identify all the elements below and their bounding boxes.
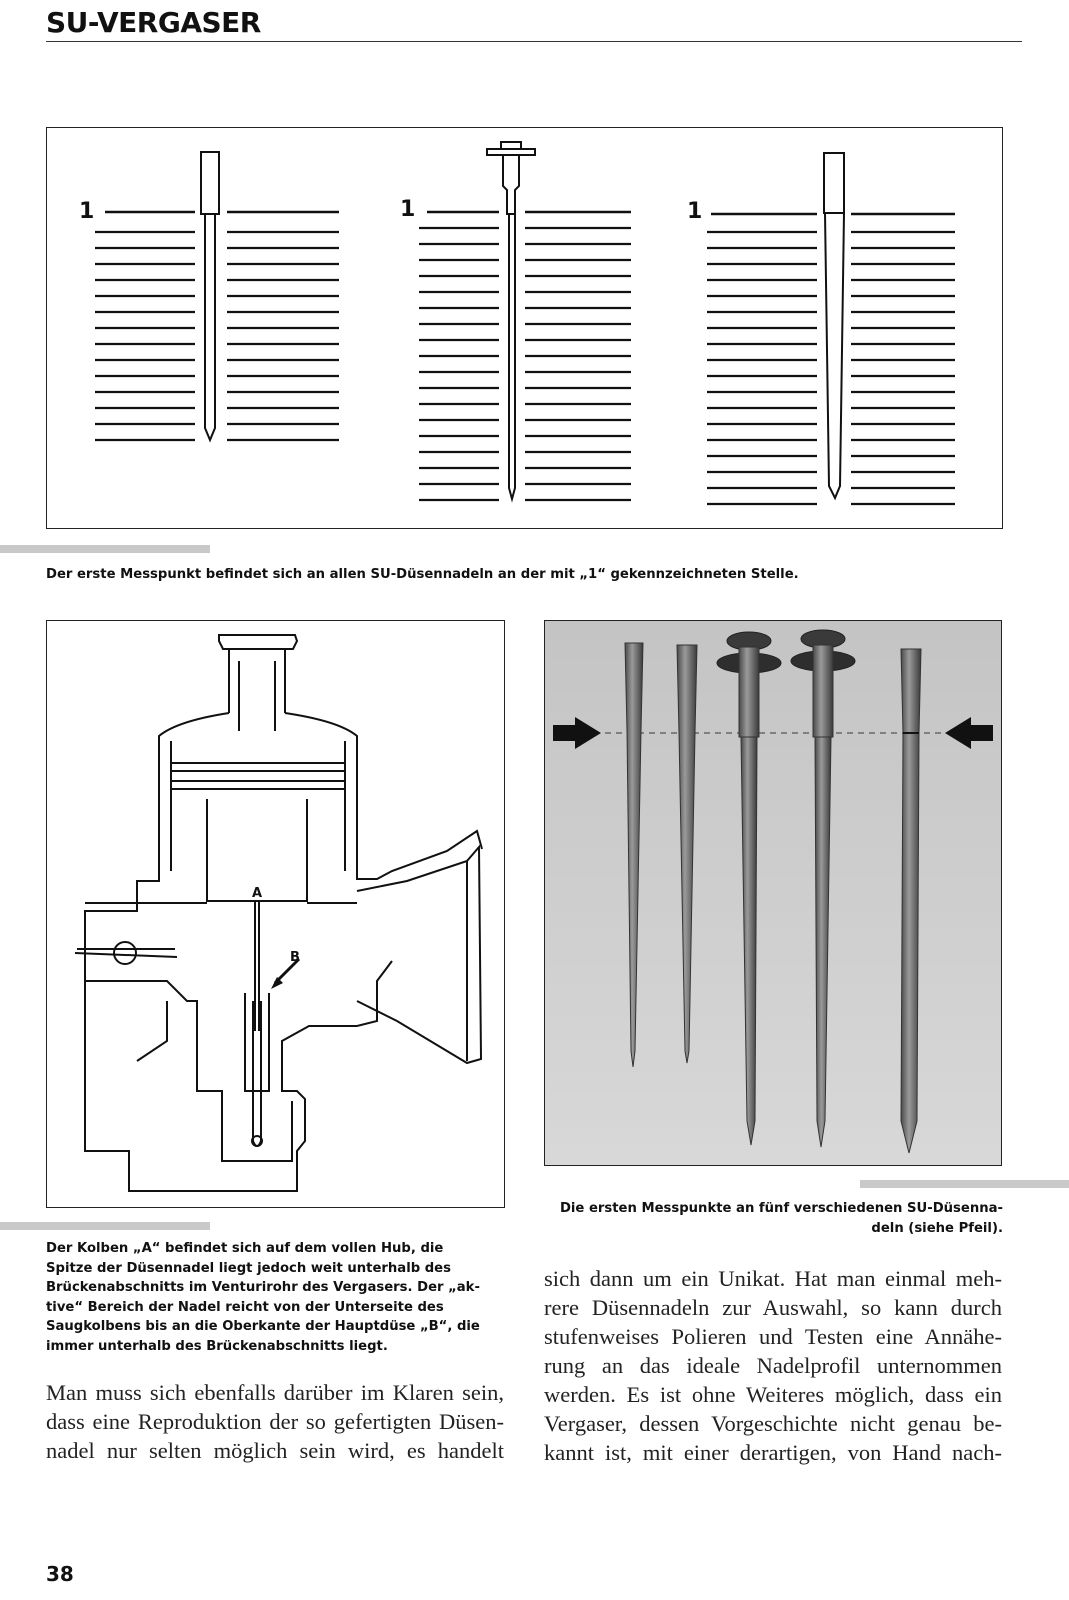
needles-photo-image [545, 621, 1001, 1165]
needle-measuring-diagram: 1 1 1 [79, 141, 955, 506]
caption-marker-bar-left [0, 1222, 210, 1230]
jet-label-b: B [290, 950, 300, 965]
figure2-caption-line: immer unterhalb des Brückenabschnitts li… [46, 1338, 388, 1354]
page-header-title: SU-VERGASER [46, 6, 261, 39]
carburettor-section-diagram: A B [74, 634, 483, 1192]
body-line: kannt ist, mit einer derartigen, von Han… [544, 1440, 1002, 1465]
figure2-caption-line: tive“ Bereich der Nadel reicht von der U… [46, 1299, 444, 1315]
caption-marker-bar-right [860, 1180, 1069, 1188]
body-line: rere Düsennadeln zur Auswahl, so kann du… [544, 1295, 1002, 1320]
body-line: rung an das ideale Nadelprofil unternomm… [544, 1353, 1002, 1378]
needle-2-shank [502, 154, 520, 215]
body-text-left-column: Man muss sich ebenfalls darüber im Klare… [46, 1378, 504, 1465]
figure2-caption: Der Kolben „A“ befindet sich auf dem vol… [46, 1239, 516, 1356]
body-line: Man muss sich ebenfalls darüber im Klare… [46, 1380, 504, 1405]
needle-measuring-figure: 1 1 1 [46, 127, 1003, 529]
body-line: Vergaser, dessen Vorgeschichte nicht gen… [544, 1411, 1002, 1436]
needle-3-shank [823, 152, 845, 214]
figure3-caption: Die ersten Messpunkte an fünf verschiede… [520, 1199, 1003, 1238]
body-line: sich dann um ein Unikat. Hat man einmal … [544, 1266, 1002, 1291]
left-arrow [553, 717, 601, 749]
page-number: 38 [46, 1562, 74, 1586]
figure2-caption-line: Saugkolbens bis an die Oberkante der Hau… [46, 1319, 480, 1334]
body-line: werden. Es ist ohne Weiteres möglich, da… [544, 1382, 1002, 1407]
body-line: nadel nur selten möglich sein wird, es h… [46, 1438, 504, 1463]
needles-photo [544, 620, 1002, 1166]
body-line: dass eine Reproduktion der so gefertigte… [46, 1409, 504, 1434]
body-line: stufenweises Polieren und Testen eine An… [544, 1324, 1002, 1349]
figure2-caption-line: Der Kolben „A“ befindet sich auf dem vol… [46, 1241, 444, 1256]
figure2-caption-line: Brückenabschnitts im Venturirohr des Ver… [46, 1280, 480, 1295]
header-rule [46, 41, 1022, 42]
piston-label-a: A [252, 886, 262, 901]
figure1-caption: Der erste Messpunkt befindet sich an all… [46, 567, 799, 582]
body-text-right-column: sich dann um ein Unikat. Hat man einmal … [544, 1264, 1002, 1467]
needle-1-body [204, 213, 216, 443]
needle-2-body [508, 213, 516, 503]
right-arrow [945, 717, 993, 749]
needle-2-top [500, 141, 522, 150]
needle-3-body [823, 212, 846, 501]
caption-marker-bar [0, 545, 210, 553]
figure3-caption-line: Die ersten Messpunkte an fünf verschiede… [559, 1201, 1003, 1216]
figure2-caption-line: Spitze der Düsennadel liegt jedoch weit … [46, 1260, 451, 1276]
needle-1-shank [200, 151, 220, 215]
needle-3-label: 1 [687, 199, 702, 224]
needle-1-label: 1 [79, 199, 94, 224]
carburettor-section-figure: A B [46, 620, 505, 1208]
needle-2-label: 1 [400, 197, 415, 222]
figure3-caption-line: deln (siehe Pfeil). [871, 1220, 1003, 1236]
